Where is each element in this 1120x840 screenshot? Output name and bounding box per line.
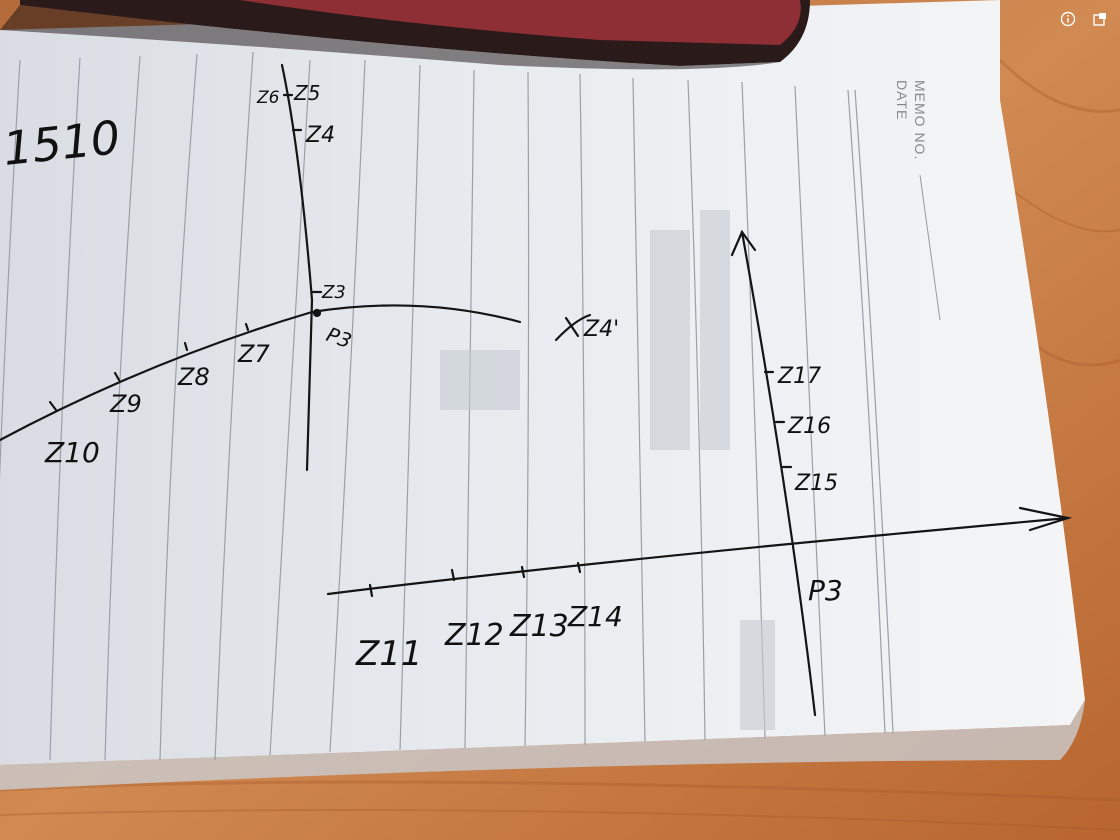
- lower-y-axis: [740, 230, 817, 717]
- label-z17: Z17: [777, 364, 821, 389]
- show-through-print: [440, 210, 775, 730]
- phone-edge-red: [240, 0, 801, 45]
- handwriting: [0, 63, 1073, 717]
- label-p3-lower: P3: [808, 574, 843, 607]
- label-z15: Z15: [794, 471, 838, 496]
- window-icon: [1093, 13, 1106, 26]
- info-icon: [1060, 11, 1076, 27]
- upper-curve: [0, 304, 522, 442]
- page-edge-curl: [0, 700, 1085, 790]
- phone-shadow: [0, 5, 780, 70]
- lower-x-axis: [326, 516, 1070, 596]
- lower-x-arrow: [1018, 506, 1073, 532]
- label-z4: Z4: [305, 123, 335, 148]
- memo-line: [919, 174, 941, 321]
- middle-mark: Z4': [583, 317, 619, 342]
- label-z3: Z3: [321, 282, 346, 303]
- window-button[interactable]: [1090, 9, 1110, 29]
- upper-vertical-axis: [280, 63, 314, 472]
- label-z5: Z5: [293, 81, 320, 105]
- info-button[interactable]: [1058, 9, 1078, 29]
- label-z16: Z16: [787, 414, 831, 439]
- label-z9: Z9: [109, 390, 142, 418]
- ruled-lines: [0, 51, 894, 761]
- date-label: DATE: [894, 80, 910, 120]
- notebook-page: [0, 0, 1085, 765]
- label-z14: Z14: [567, 600, 623, 633]
- memo-no-label: MEMO NO.: [912, 80, 928, 160]
- label-z10: Z10: [44, 436, 100, 469]
- middle-mark-stroke: [554, 313, 592, 342]
- label-z12: Z12: [444, 618, 504, 653]
- label-z6: Z6: [256, 88, 280, 108]
- label-z13: Z13: [509, 609, 569, 644]
- label-z8: Z8: [177, 363, 210, 391]
- lower-y-arrow: [730, 229, 757, 257]
- label-z11: Z11: [355, 634, 423, 674]
- top-number: 1510: [1, 110, 123, 176]
- label-z7: Z7: [237, 340, 270, 368]
